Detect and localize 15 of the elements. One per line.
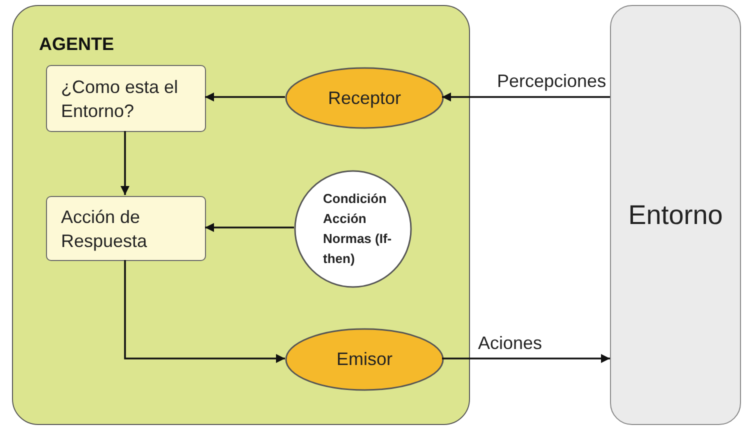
group-heading: AGENTE bbox=[39, 34, 114, 55]
arrow bbox=[205, 92, 285, 102]
ellipse-node: Receptor bbox=[286, 68, 443, 128]
ellipse-node: Emisor bbox=[286, 329, 443, 390]
arrow bbox=[442, 92, 610, 102]
arrow bbox=[120, 131, 130, 195]
agent-container bbox=[12, 5, 470, 425]
arrow bbox=[124, 260, 285, 363]
arrow bbox=[205, 223, 294, 232]
process-box: Acción de Respuesta bbox=[46, 196, 206, 261]
rules-circle: Condición Acción Normas (If-then) bbox=[295, 171, 411, 287]
edge-label: Percepciones bbox=[495, 71, 608, 92]
environment-box: Entorno bbox=[610, 5, 741, 425]
process-box: ¿Como esta el Entorno? bbox=[46, 65, 206, 132]
arrow bbox=[442, 354, 610, 363]
